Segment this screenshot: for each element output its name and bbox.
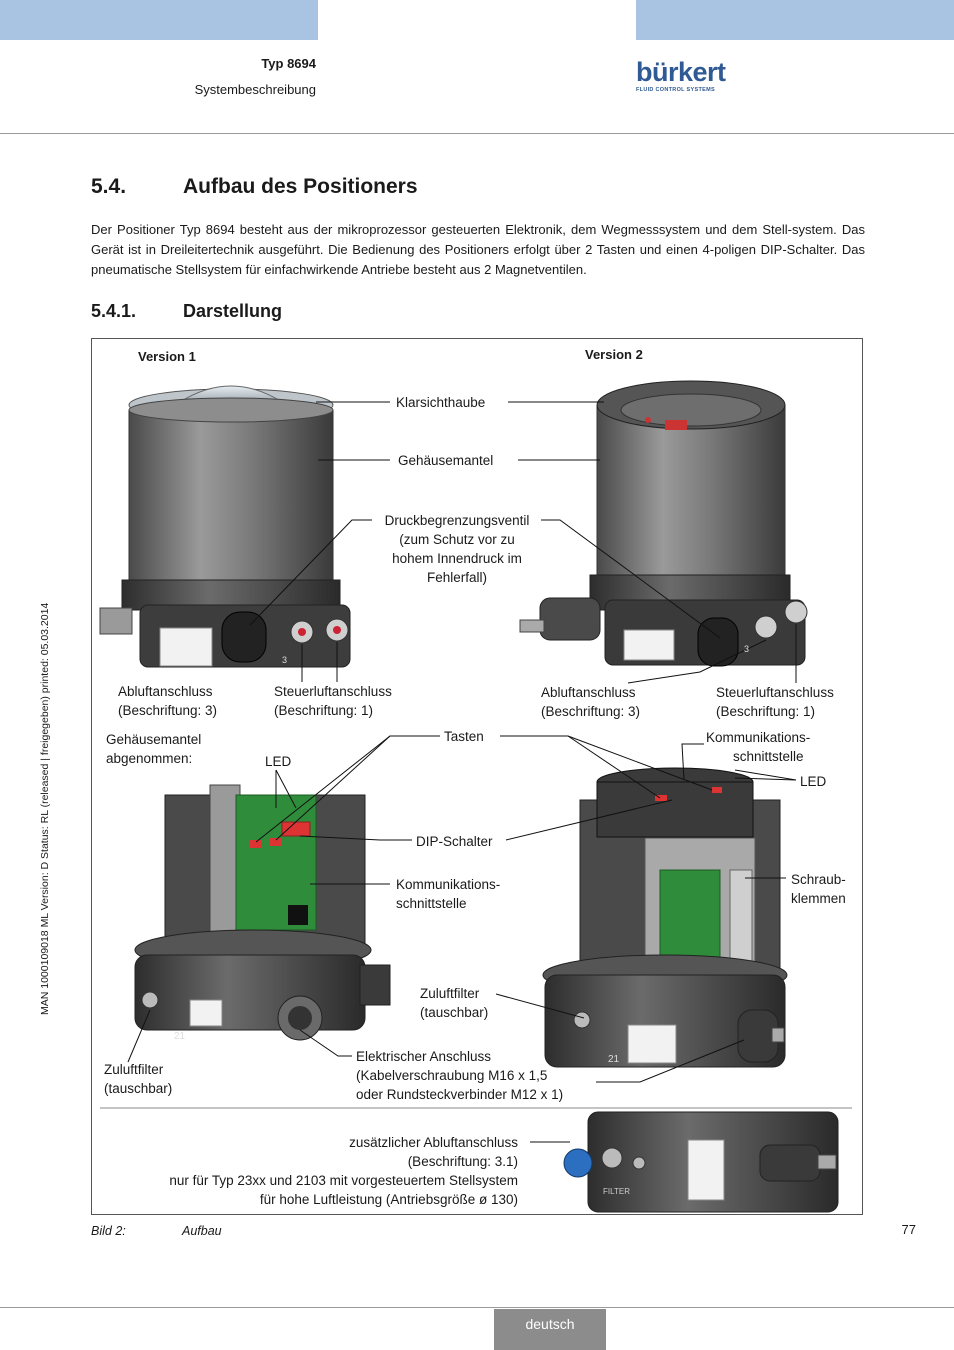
header-type-label: Typ 8694	[261, 56, 316, 71]
gehaeusemantel-abgenommen-label: Gehäusemantel abgenommen:	[106, 730, 201, 768]
komm-v2-line-1: Kommunikations-	[706, 730, 811, 745]
abluft-v1-line-2: (Beschriftung: 3)	[118, 703, 218, 718]
zuluft-left-line-1: Zuluftfilter	[104, 1062, 164, 1077]
kommunikation-label-v2: Kommunikations- schnittstelle	[706, 728, 810, 766]
leader-lines	[127, 401, 797, 1143]
elektr-line-1: Elektrischer Anschluss	[356, 1049, 492, 1064]
port-mark-21-left: 21	[174, 1031, 186, 1042]
zusaetzlicher-abluftanschluss-label: zusätzlicher Abluftanschluss (Beschriftu…	[169, 1133, 518, 1209]
version2-label: Version 2	[585, 347, 643, 362]
led-label-left: LED	[265, 754, 292, 769]
abluft-label-v2: Abluftanschluss (Beschriftung: 3)	[541, 683, 640, 721]
subsection-title: Darstellung	[183, 301, 283, 321]
steuer-v2-line-2: (Beschriftung: 1)	[716, 704, 816, 719]
druck-line-2: (zum Schutz vor zu	[399, 532, 515, 547]
version1-opened-device	[134, 784, 391, 1041]
druckbegrenzungsventil-label: Druckbegrenzungsventil (zum Schutz vor z…	[370, 511, 544, 587]
zusatz-line-2: (Beschriftung: 3.1)	[407, 1154, 518, 1169]
steuer-v1-line-2: (Beschriftung: 1)	[274, 703, 374, 718]
tasten-label: Tasten	[444, 729, 484, 744]
footer-divider	[0, 1307, 954, 1308]
header-divider	[0, 133, 954, 134]
gehaeusemantel-label: Gehäusemantel	[398, 453, 494, 468]
steuer-v2-line-1: Steuerluftanschluss	[716, 685, 834, 700]
zuluft-left-line-2: (tauschbar)	[104, 1081, 173, 1096]
port-mark-21-right: 21	[608, 1054, 620, 1065]
figure-caption-text: Aufbau	[182, 1224, 222, 1238]
abluft-v2-line-1: Abluftanschluss	[541, 685, 636, 700]
abluft-v1-line-1: Abluftanschluss	[118, 684, 213, 699]
version1-label: Version 1	[138, 349, 196, 364]
druck-line-4: Fehlerfall)	[426, 570, 488, 585]
burkert-logo: bürkert FLUID CONTROL SYSTEMS	[636, 58, 736, 98]
zuluft-right-line-2: (tauschbar)	[420, 1005, 489, 1020]
port-mark-3-v1: 3	[282, 655, 288, 665]
logo-tagline: FLUID CONTROL SYSTEMS	[636, 87, 715, 93]
schraubklemmen-label: Schraub- klemmen	[791, 870, 846, 908]
version2-device	[519, 380, 808, 667]
filter-mark: FILTER	[603, 1187, 630, 1196]
druck-line-3: hohem Innendruck im	[392, 551, 522, 566]
schraub-line-1: Schraub-	[791, 872, 846, 887]
version1-device	[99, 385, 351, 668]
section-title: Aufbau des Positioners	[183, 175, 418, 198]
druck-line-1: Druckbegrenzungsventil	[384, 513, 530, 528]
zusatz-line-3: nur für Typ 23xx und 2103 mit vorgesteue…	[169, 1173, 518, 1188]
kommunikation-label-left: Kommunikations- schnittstelle	[396, 875, 500, 913]
document-meta-sidebar: MAN 1000109018 ML Version: D Status: RL …	[39, 602, 51, 1015]
top-bar-left	[0, 0, 318, 40]
mantel-ab-line-1: Gehäusemantel	[106, 732, 202, 747]
port-mark-3-v2: 3	[744, 644, 750, 654]
top-bar-right	[636, 0, 954, 40]
led-label-right: LED	[800, 774, 827, 789]
dip-schalter-label: DIP-Schalter	[416, 834, 493, 849]
logo-text: bürkert	[636, 57, 726, 87]
figure-caption-label: Bild 2:	[91, 1224, 126, 1238]
elektr-line-3: oder Rundsteckverbinder M12 x 1)	[356, 1087, 564, 1102]
steuerluft-label-v2: Steuerluftanschluss (Beschriftung: 1)	[716, 683, 834, 721]
zusatz-line-1: zusätzlicher Abluftanschluss	[349, 1135, 518, 1150]
footer-language-tab: deutsch	[494, 1309, 606, 1350]
elektr-line-2: (Kabelverschraubung M16 x 1,5	[356, 1068, 548, 1083]
elektrischer-anschluss-label: Elektrischer Anschluss (Kabelverschraubu…	[356, 1047, 563, 1104]
zuluft-right-line-1: Zuluftfilter	[420, 986, 480, 1001]
komm-v2-line-2: schnittstelle	[733, 749, 804, 764]
subsection-heading: 5.4.1. Darstellung	[91, 301, 282, 322]
mantel-ab-line-2: abgenommen:	[106, 751, 193, 766]
filter-detail-device	[563, 1111, 839, 1213]
section-number: 5.4.	[91, 175, 127, 198]
zuluftfilter-label-left: Zuluftfilter (tauschbar)	[104, 1060, 172, 1098]
section-heading: 5.4. Aufbau des Positioners	[91, 175, 418, 199]
komm-left-line-1: Kommunikations-	[396, 877, 501, 892]
klarsichthaube-label: Klarsichthaube	[396, 395, 486, 410]
zusatz-line-4: für hohe Luftleistung (Antriebsgröße ø 1…	[259, 1192, 518, 1207]
schraub-line-2: klemmen	[791, 891, 846, 906]
steuerluft-label-v1: Steuerluftanschluss (Beschriftung: 1)	[274, 682, 392, 720]
abluft-v2-line-2: (Beschriftung: 3)	[541, 704, 641, 719]
subsection-number: 5.4.1.	[91, 301, 137, 321]
section-body: Der Positioner Typ 8694 besteht aus der …	[91, 222, 865, 277]
komm-left-line-2: schnittstelle	[396, 896, 467, 911]
header-subtitle: Systembeschreibung	[194, 82, 316, 97]
zuluftfilter-label-right: Zuluftfilter (tauschbar)	[420, 984, 488, 1022]
steuer-v1-line-1: Steuerluftanschluss	[274, 684, 392, 699]
abluft-label-v1: Abluftanschluss (Beschriftung: 3)	[118, 682, 217, 720]
figure-box	[91, 338, 863, 1215]
version2-opened-device	[542, 767, 788, 1068]
page-number: 77	[901, 1222, 916, 1237]
